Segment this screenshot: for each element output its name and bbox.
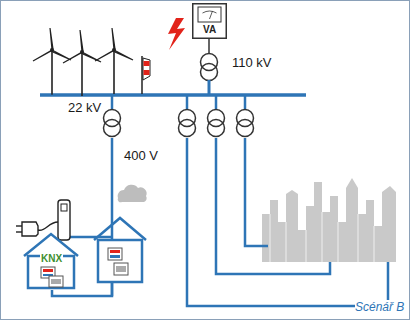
voltage-label: 400 V <box>124 148 158 163</box>
voltage-label: 22 kV <box>68 100 101 115</box>
meter-box: VA <box>192 3 227 39</box>
scenario-caption: Scénář B <box>355 300 404 314</box>
voltage-label: 110 kV <box>232 55 272 70</box>
knx-logo: KNX <box>40 253 63 264</box>
knx-house: KNX <box>22 232 80 290</box>
meter-unit: VA <box>203 24 216 35</box>
